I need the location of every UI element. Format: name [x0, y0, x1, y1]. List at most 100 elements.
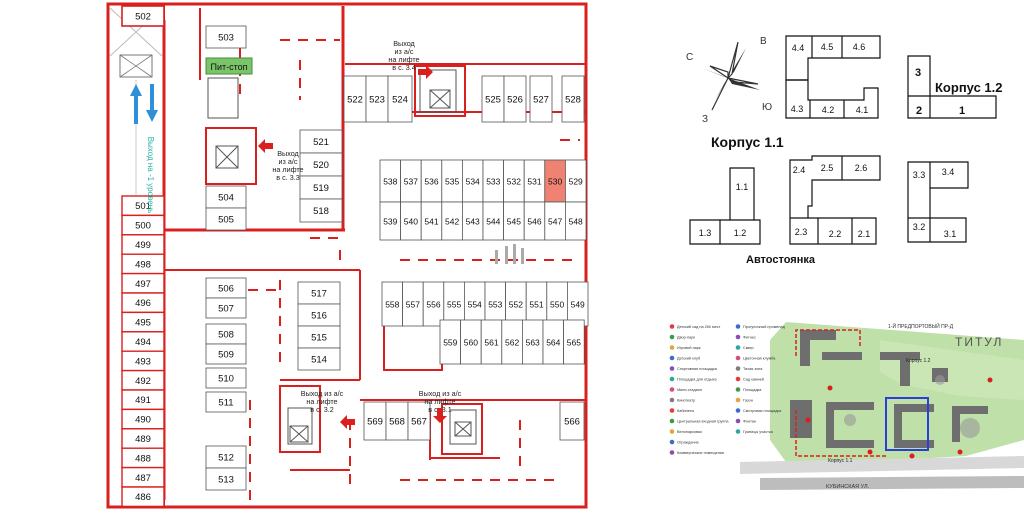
legend-label: Тихая зона: [743, 367, 763, 371]
parking-space-564[interactable]: 564: [542, 319, 565, 365]
parking-space-515[interactable]: 515: [297, 325, 341, 349]
legend-marker-icon: [735, 397, 741, 403]
parking-space-561[interactable]: 561: [480, 319, 503, 365]
parking-space-489[interactable]: 489: [121, 428, 165, 449]
parking-space-538[interactable]: 538: [379, 159, 402, 203]
parking-space-539[interactable]: 539: [379, 201, 402, 241]
parking-space-569[interactable]: 569: [363, 401, 387, 441]
parking-space-519[interactable]: 519: [299, 175, 343, 200]
parking-space-499[interactable]: 499: [121, 234, 165, 255]
parking-space-548[interactable]: 548: [565, 201, 587, 241]
parking-space-496[interactable]: 496: [121, 292, 165, 314]
parking-space-528[interactable]: 528: [561, 75, 585, 123]
parking-space-566[interactable]: 566: [559, 401, 585, 441]
parking-space-number: 543: [466, 217, 480, 227]
parking-space-565[interactable]: 565: [563, 319, 585, 365]
legend-item: Коммерческие помещения: [669, 450, 724, 455]
parking-space-532[interactable]: 532: [503, 159, 525, 203]
parking-space-533[interactable]: 533: [482, 159, 505, 203]
legend-marker-icon: [669, 429, 675, 434]
parking-space-509[interactable]: 509: [205, 343, 247, 365]
parking-space-513[interactable]: 513: [205, 467, 247, 491]
parking-space-550[interactable]: 550: [546, 281, 568, 327]
parking-space-555[interactable]: 555: [443, 281, 465, 327]
parking-space-number: 490: [135, 415, 151, 426]
parking-space-547[interactable]: 547: [544, 201, 566, 241]
parking-space-540[interactable]: 540: [400, 201, 422, 241]
parking-space-551[interactable]: 551: [525, 281, 548, 327]
parking-space-505[interactable]: 505: [205, 207, 247, 231]
parking-space-527[interactable]: 527: [529, 75, 553, 123]
parking-space-537[interactable]: 537: [400, 159, 422, 203]
parking-space-560[interactable]: 560: [460, 319, 482, 365]
parking-space-541[interactable]: 541: [420, 201, 443, 241]
parking-space-number: 559: [443, 338, 457, 348]
parking-space-521[interactable]: 521: [299, 129, 343, 154]
parking-space-492[interactable]: 492: [121, 369, 165, 391]
parking-space-535[interactable]: 535: [441, 159, 463, 203]
parking-space-522[interactable]: 522: [343, 75, 367, 123]
parking-space-545[interactable]: 545: [503, 201, 525, 241]
parking-space-511[interactable]: 511: [205, 391, 247, 413]
parking-space-546[interactable]: 546: [523, 201, 546, 241]
parking-space-525[interactable]: 525: [481, 75, 505, 123]
parking-space-534[interactable]: 534: [461, 159, 484, 203]
parking-space-530[interactable]: 530: [544, 159, 566, 203]
parking-space-520[interactable]: 520: [299, 152, 343, 177]
parking-space-494[interactable]: 494: [121, 331, 165, 352]
legend-item: Кабинеты: [669, 408, 694, 413]
parking-space-554[interactable]: 554: [463, 281, 486, 327]
parking-space-506[interactable]: 506: [205, 277, 247, 299]
parking-space-516[interactable]: 516: [297, 303, 341, 327]
parking-space-510[interactable]: 510: [205, 367, 247, 389]
site-plan: Детский сад на 260 местДвор-паркИгровой …: [660, 312, 1024, 512]
parking-space-507[interactable]: 507: [205, 297, 247, 319]
parking-space-556[interactable]: 556: [422, 281, 445, 327]
parking-space-490[interactable]: 490: [121, 408, 165, 430]
parking-space-563[interactable]: 563: [522, 319, 544, 365]
parking-space-493[interactable]: 493: [121, 350, 165, 372]
legend-item: Газон: [735, 397, 753, 403]
parking-space-503[interactable]: 503: [205, 25, 247, 49]
parking-space-518[interactable]: 518: [299, 198, 343, 223]
parking-space-487[interactable]: 487: [121, 466, 165, 488]
parking-space-536[interactable]: 536: [420, 159, 443, 203]
parking-space-523[interactable]: 523: [365, 75, 389, 123]
legend-marker-icon: [669, 366, 675, 371]
parking-space-512[interactable]: 512: [205, 445, 247, 469]
building-section-2.2: 2.2: [829, 229, 842, 239]
parking-space-544[interactable]: 544: [482, 201, 505, 241]
parking-space-514[interactable]: 514: [297, 347, 341, 371]
parking-space-531[interactable]: 531: [523, 159, 546, 203]
parking-space-552[interactable]: 552: [505, 281, 527, 327]
parking-space-486[interactable]: 486: [121, 486, 165, 508]
parking-space-529[interactable]: 529: [565, 159, 587, 203]
parking-space-number: 521: [313, 137, 329, 148]
parking-space-557[interactable]: 557: [402, 281, 424, 327]
parking-space-497[interactable]: 497: [121, 272, 165, 294]
parking-space-524[interactable]: 524: [387, 75, 413, 123]
parking-space-495[interactable]: 495: [121, 311, 165, 333]
parking-space-488[interactable]: 488: [121, 447, 165, 469]
parking-space-542[interactable]: 542: [441, 201, 463, 241]
parking-space-501[interactable]: 501: [121, 195, 165, 217]
parking-space-508[interactable]: 508: [205, 323, 247, 345]
parking-space-567[interactable]: 567: [407, 401, 431, 441]
parking-space-502[interactable]: 502: [121, 5, 165, 27]
parking-space-500[interactable]: 500: [121, 214, 165, 236]
parking-space-number: 567: [411, 417, 427, 428]
parking-space-number: 496: [135, 298, 151, 309]
parking-space-491[interactable]: 491: [121, 389, 165, 411]
parking-space-568[interactable]: 568: [385, 401, 409, 441]
parking-space-558[interactable]: 558: [381, 281, 404, 327]
parking-space-553[interactable]: 553: [484, 281, 507, 327]
parking-space-526[interactable]: 526: [503, 75, 527, 123]
parking-space-504[interactable]: 504: [205, 185, 247, 209]
parking-space-559[interactable]: 559: [439, 319, 462, 365]
parking-space-562[interactable]: 562: [501, 319, 523, 365]
parking-space-498[interactable]: 498: [121, 253, 165, 275]
parking-space-543[interactable]: 543: [461, 201, 484, 241]
parking-space-549[interactable]: 549: [567, 281, 589, 327]
parking-space-517[interactable]: 517: [297, 281, 341, 305]
parking-space-number: 547: [548, 217, 562, 227]
